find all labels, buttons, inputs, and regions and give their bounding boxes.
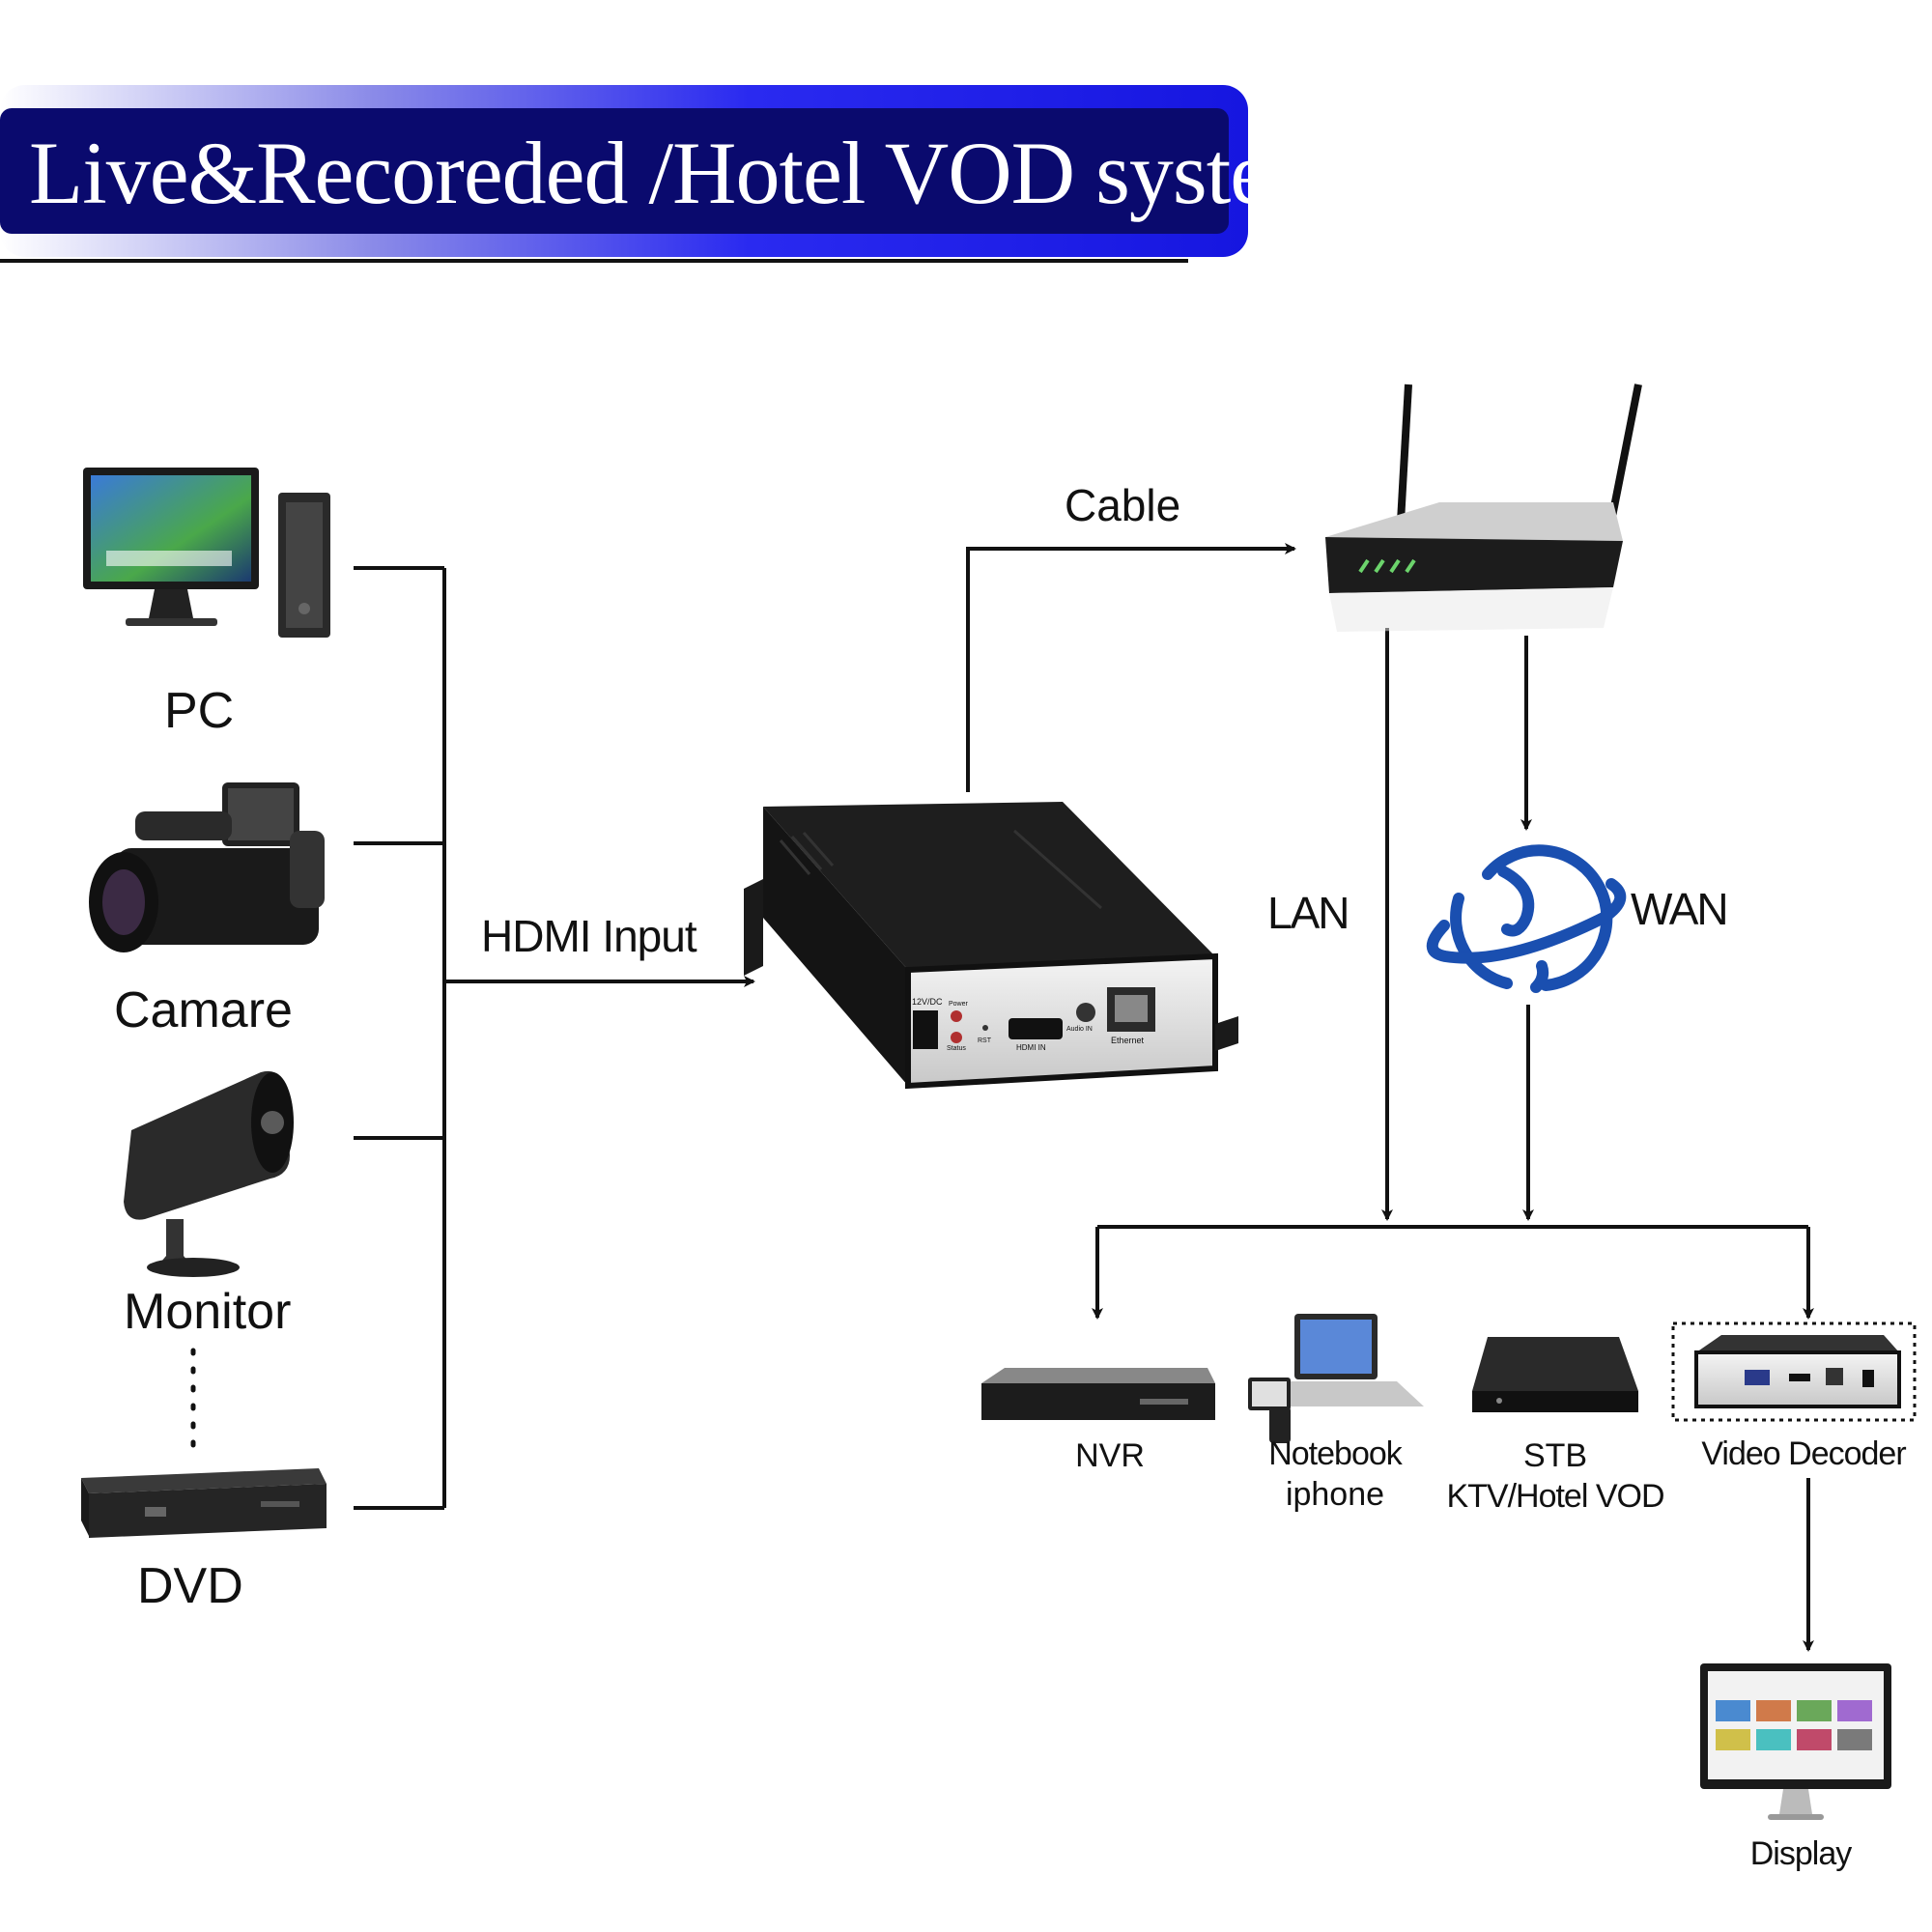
notebook-iphone-icon xyxy=(1248,1314,1424,1443)
encoder-port-label-audio-in: Audio IN xyxy=(1066,1026,1093,1033)
hdmi-encoder-icon xyxy=(744,802,1238,1090)
cable-arrow xyxy=(966,543,1296,792)
title-banner-shape xyxy=(0,85,1248,263)
source-label-camera: Camare xyxy=(114,982,293,1038)
video-decoder-icon xyxy=(1671,1321,1917,1422)
source-label-monitor: Monitor xyxy=(124,1284,292,1340)
display-icon xyxy=(1700,1663,1891,1820)
nvr-icon xyxy=(981,1368,1215,1420)
output-label-ktv-hotel-vod: KTV/Hotel VOD xyxy=(1446,1478,1664,1515)
link-label-wan: WAN xyxy=(1631,884,1729,934)
encoder-port-label-ethernet: Ethernet xyxy=(1111,1036,1145,1045)
output-label-iphone: iphone xyxy=(1285,1476,1385,1513)
output-label-display: Display xyxy=(1749,1835,1852,1872)
dvd-player-icon xyxy=(81,1468,327,1538)
encoder-port-label-rst: RST xyxy=(978,1037,991,1044)
encoder-port-label-hdmi-in: HDMI IN xyxy=(1016,1043,1046,1052)
encoder-port-label-12v: 12V/DC xyxy=(912,997,943,1007)
output-label-notebook: Notebook xyxy=(1268,1435,1403,1472)
pc-icon xyxy=(83,468,330,638)
page-title: Live&Recoreded /Hotel VOD system xyxy=(29,124,1338,222)
output-label-stb: STB xyxy=(1522,1437,1588,1474)
title-banner: Live&Recoreded /Hotel VOD system xyxy=(0,85,1338,269)
link-label-cable: Cable xyxy=(1065,480,1181,530)
output-distribution xyxy=(1092,1225,1814,1320)
source-label-dvd: DVD xyxy=(137,1558,243,1614)
encoder-port-label-status: Status xyxy=(947,1045,966,1052)
stb-icon xyxy=(1472,1337,1638,1412)
camera-icon xyxy=(89,782,325,952)
output-label-nvr: NVR xyxy=(1075,1437,1145,1474)
link-label-hdmi-input: HDMI Input xyxy=(481,911,697,961)
encoder-port-label-power: Power xyxy=(949,1001,968,1008)
wan-globe-icon xyxy=(1426,844,1627,993)
cctv-camera-icon xyxy=(124,1070,294,1277)
link-label-lan: LAN xyxy=(1267,888,1350,938)
router-icon xyxy=(1325,384,1642,632)
output-label-video-decoder: Video Decoder xyxy=(1701,1435,1906,1472)
source-label-pc: PC xyxy=(164,683,235,739)
source-bracket xyxy=(354,566,446,1510)
